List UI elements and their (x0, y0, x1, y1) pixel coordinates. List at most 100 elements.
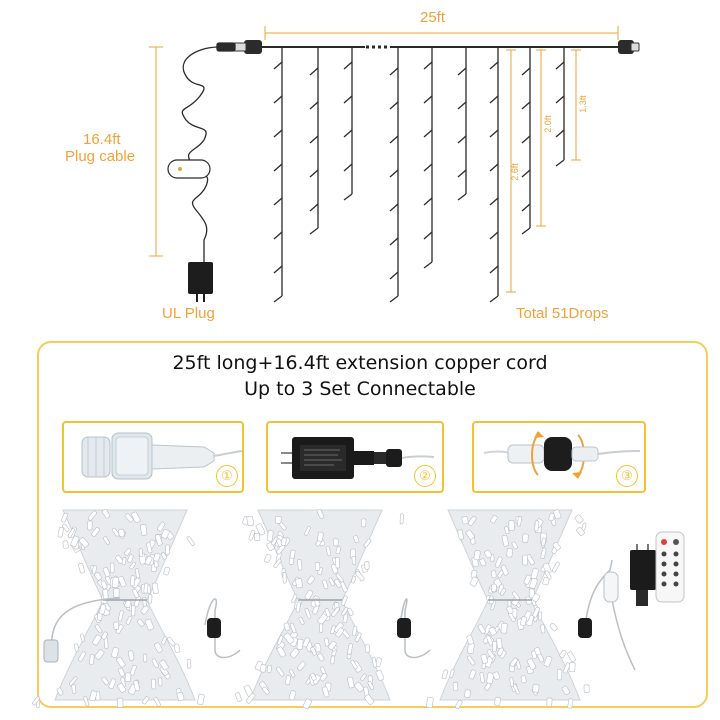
bulb (274, 515, 282, 524)
bulb (426, 696, 434, 709)
bulb (520, 675, 527, 684)
bulb (127, 554, 134, 563)
bulb (491, 570, 497, 579)
plug-cable-label-line1: 16.4ft (83, 131, 121, 148)
bulb (499, 588, 506, 596)
drop-bulb (521, 169, 531, 178)
bulb (534, 520, 539, 532)
bulb (273, 558, 282, 568)
bulb (335, 556, 340, 569)
drop-bulb (273, 265, 283, 274)
plug-cable-dimension (149, 46, 163, 257)
bulb (548, 512, 555, 522)
bulb (94, 572, 103, 581)
bulb (466, 635, 474, 645)
bulb (276, 666, 285, 677)
bulb (449, 669, 455, 678)
bulb (310, 646, 317, 656)
drop-end-bulb (423, 261, 433, 269)
drop-bulb (555, 95, 565, 104)
step-1-box: ① (62, 421, 244, 493)
bulb (316, 509, 325, 519)
bulb (317, 613, 328, 625)
drop-bulb (521, 203, 531, 212)
bulb (91, 565, 97, 575)
drop-bulb (343, 163, 353, 172)
drop-bulb (309, 135, 319, 144)
bulb (534, 647, 541, 656)
bulb (322, 686, 330, 698)
bulb (138, 548, 144, 558)
bulb (583, 684, 590, 694)
drop-bulb (521, 101, 531, 110)
bulb (158, 677, 163, 687)
bulb (324, 637, 330, 647)
bulb (340, 581, 348, 593)
bulb (492, 640, 498, 653)
bulb (264, 553, 272, 563)
bulb (259, 664, 267, 673)
bulb (151, 658, 160, 669)
bulb (151, 678, 157, 690)
bulb (342, 613, 349, 624)
bulb (480, 653, 489, 664)
drop-bulb (457, 169, 467, 178)
drop-bulb (555, 61, 565, 70)
bulb (142, 696, 150, 705)
bulb (549, 622, 558, 632)
bulb (246, 515, 255, 527)
bulb (143, 582, 149, 594)
bulb (266, 665, 272, 673)
bulb (351, 555, 357, 565)
bulb (552, 561, 560, 573)
drop-bulb (489, 95, 499, 104)
plug-cable (167, 42, 236, 262)
bulb (335, 546, 342, 555)
bulb (399, 513, 404, 525)
bulb (285, 675, 291, 686)
bulb (165, 544, 170, 556)
bulb (360, 518, 367, 528)
bulb (153, 552, 161, 562)
drop-bulb (389, 169, 399, 178)
bulb (467, 515, 477, 526)
bulb (490, 515, 498, 524)
bulb (67, 528, 75, 538)
bulb (353, 535, 360, 544)
bulb (255, 523, 266, 536)
bulb (291, 594, 298, 604)
bulb (375, 669, 385, 681)
bulb (254, 533, 261, 541)
bulb (78, 651, 86, 662)
bulb (262, 686, 270, 695)
adapter-and-remote-icon (630, 531, 685, 606)
ul-plug-icon (188, 262, 213, 302)
step-3-badge: ③ (616, 465, 638, 487)
bulb (501, 534, 509, 547)
bulb (271, 536, 279, 546)
bulb (160, 552, 168, 560)
bulb (484, 682, 492, 691)
bulb (317, 531, 324, 542)
bulb (330, 625, 336, 635)
bulb (266, 530, 274, 542)
drop-length-label-medium: 2.0ft (543, 115, 553, 133)
bulb (70, 535, 80, 547)
bulb (496, 637, 503, 649)
bulb (509, 677, 514, 687)
bulb (576, 527, 585, 536)
drop-end-bulb (489, 295, 499, 303)
bulb (541, 537, 547, 546)
bulb (197, 693, 205, 705)
drop-bulb (273, 163, 283, 172)
bulb (121, 557, 127, 566)
drop-bulb (273, 197, 283, 206)
drop-end-bulb (555, 159, 565, 167)
length-label: 25ft (420, 9, 446, 26)
bulb (159, 659, 169, 671)
drop-bulb (389, 203, 399, 212)
bulb (374, 657, 383, 668)
drop-bulb (489, 265, 499, 274)
bulb (500, 564, 509, 576)
ul-plug-label: UL Plug (162, 305, 215, 322)
